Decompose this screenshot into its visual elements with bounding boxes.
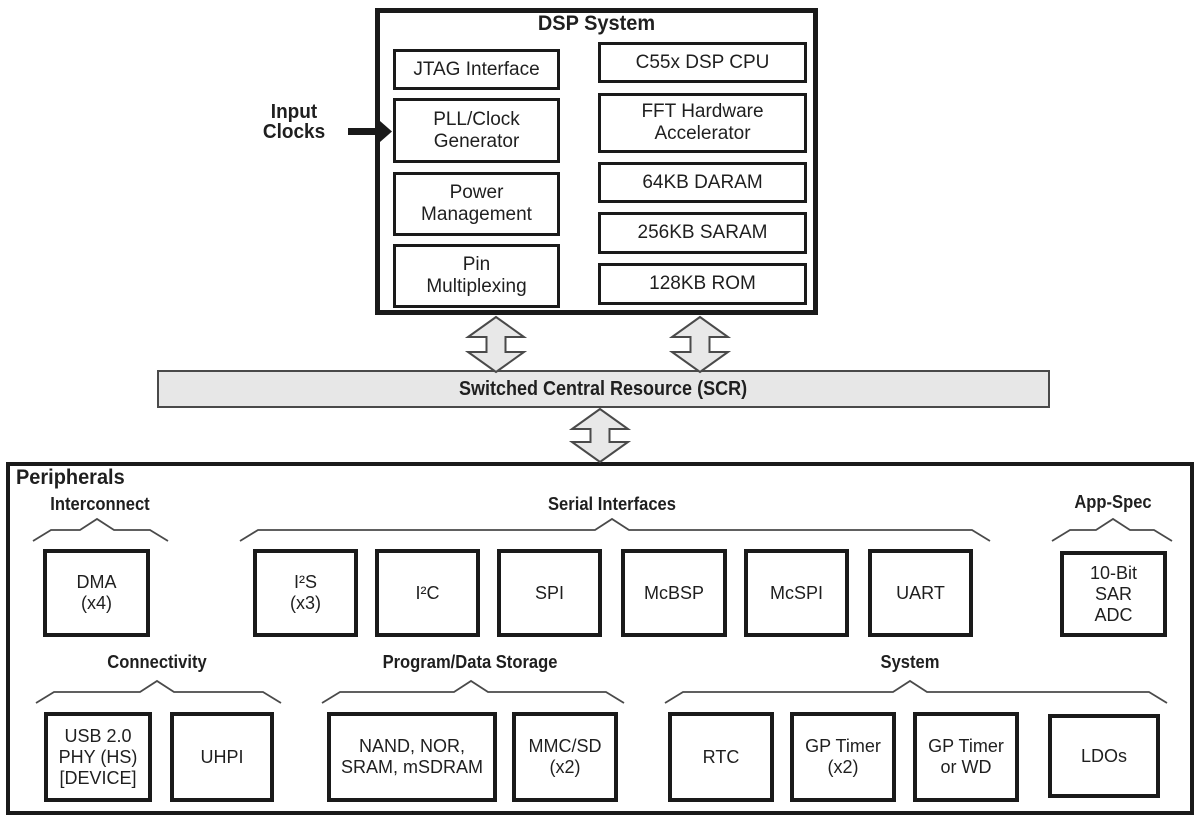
block-128kb-rom: 128KB ROM <box>598 263 807 305</box>
section-label-serial-interfaces: Serial Interfaces <box>548 494 676 514</box>
block-label: FFT Hardware Accelerator <box>641 101 764 144</box>
scr-label: Switched Central Resource (SCR) <box>459 377 748 400</box>
block-label: UHPI <box>200 746 244 767</box>
section-label-interconnect: Interconnect <box>50 494 150 514</box>
block-mmc-sd: MMC/SD (x2) <box>512 712 618 802</box>
block-label: NAND, NOR, SRAM, mSDRAM <box>340 736 483 777</box>
dsp-system-title: DSP System <box>537 12 656 35</box>
dsp-scr-left-arrow-icon <box>464 315 528 374</box>
block-i2c: I²C <box>375 549 480 637</box>
block-label: McBSP <box>643 582 704 603</box>
block-label: LDOs <box>1080 745 1127 766</box>
block-64kb-daram: 64KB DARAM <box>598 162 807 203</box>
section-label-program-data-storage: Program/Data Storage <box>382 652 558 672</box>
section-label-connectivity: Connectivity <box>107 652 207 672</box>
block-label: RTC <box>702 746 740 767</box>
block-label: 64KB DARAM <box>642 171 763 193</box>
block-label: McSPI <box>769 582 823 603</box>
block-i2s: I²S (x3) <box>253 549 358 637</box>
block-label: SPI <box>534 582 564 603</box>
block-label: 128KB ROM <box>649 273 756 294</box>
block-label: Power Management <box>421 182 532 225</box>
block-pll-clock-generator: PLL/Clock Generator <box>393 98 560 163</box>
block-label: 10-Bit SAR ADC <box>1089 562 1138 625</box>
block-label: PLL/Clock Generator <box>433 108 520 152</box>
block-label: DMA (x4) <box>76 572 117 613</box>
section-label-system: System <box>880 652 940 672</box>
block-label: I²C <box>415 582 440 603</box>
block-uart: UART <box>868 549 973 637</box>
input-clocks-label: Input Clocks <box>262 101 326 143</box>
block-fft-hardware-accelerator: FFT Hardware Accelerator <box>598 93 807 153</box>
section-label-app-spec: App-Spec <box>1074 492 1152 512</box>
dsp-scr-right-arrow-icon <box>668 315 732 374</box>
block-pin-multiplexing: Pin Multiplexing <box>393 244 560 308</box>
block-gp-timer-x2: GP Timer (x2) <box>790 712 896 802</box>
block-mcbsp: McBSP <box>621 549 727 637</box>
block-power-management: Power Management <box>393 172 560 236</box>
block-label: Pin Multiplexing <box>426 254 527 297</box>
block-label: GP Timer (x2) <box>805 736 881 777</box>
block-jtag-interface: JTAG Interface <box>393 49 560 90</box>
scr-bar: Switched Central Resource (SCR) <box>157 370 1050 408</box>
block-dma: DMA (x4) <box>43 549 150 637</box>
block-label: MMC/SD (x2) <box>528 736 602 777</box>
block-uhpi: UHPI <box>170 712 274 802</box>
block-mcspi: McSPI <box>744 549 849 637</box>
peripherals-title: Peripherals <box>16 466 125 489</box>
block-ldos: LDOs <box>1048 714 1160 798</box>
block-256kb-saram: 256KB SARAM <box>598 212 807 254</box>
block-10bit-sar-adc: 10-Bit SAR ADC <box>1060 551 1167 637</box>
block-rtc: RTC <box>668 712 774 802</box>
block-label: I²S (x3) <box>290 572 321 613</box>
block-gp-timer-or-wd: GP Timer or WD <box>913 712 1019 802</box>
block-label: USB 2.0 PHY (HS) [DEVICE] <box>58 725 138 788</box>
block-spi: SPI <box>497 549 602 637</box>
block-label: JTAG Interface <box>413 58 540 80</box>
block-label: 256KB SARAM <box>637 222 768 243</box>
block-label: GP Timer or WD <box>928 736 1004 777</box>
block-usb-phy: USB 2.0 PHY (HS) [DEVICE] <box>44 712 152 802</box>
block-label: C55x DSP CPU <box>635 51 770 73</box>
scr-peripherals-arrow-icon <box>568 407 632 464</box>
block-nand-nor-sram-msdram: NAND, NOR, SRAM, mSDRAM <box>327 712 497 802</box>
block-c55x-dsp-cpu: C55x DSP CPU <box>598 42 807 83</box>
block-label: UART <box>896 582 945 603</box>
